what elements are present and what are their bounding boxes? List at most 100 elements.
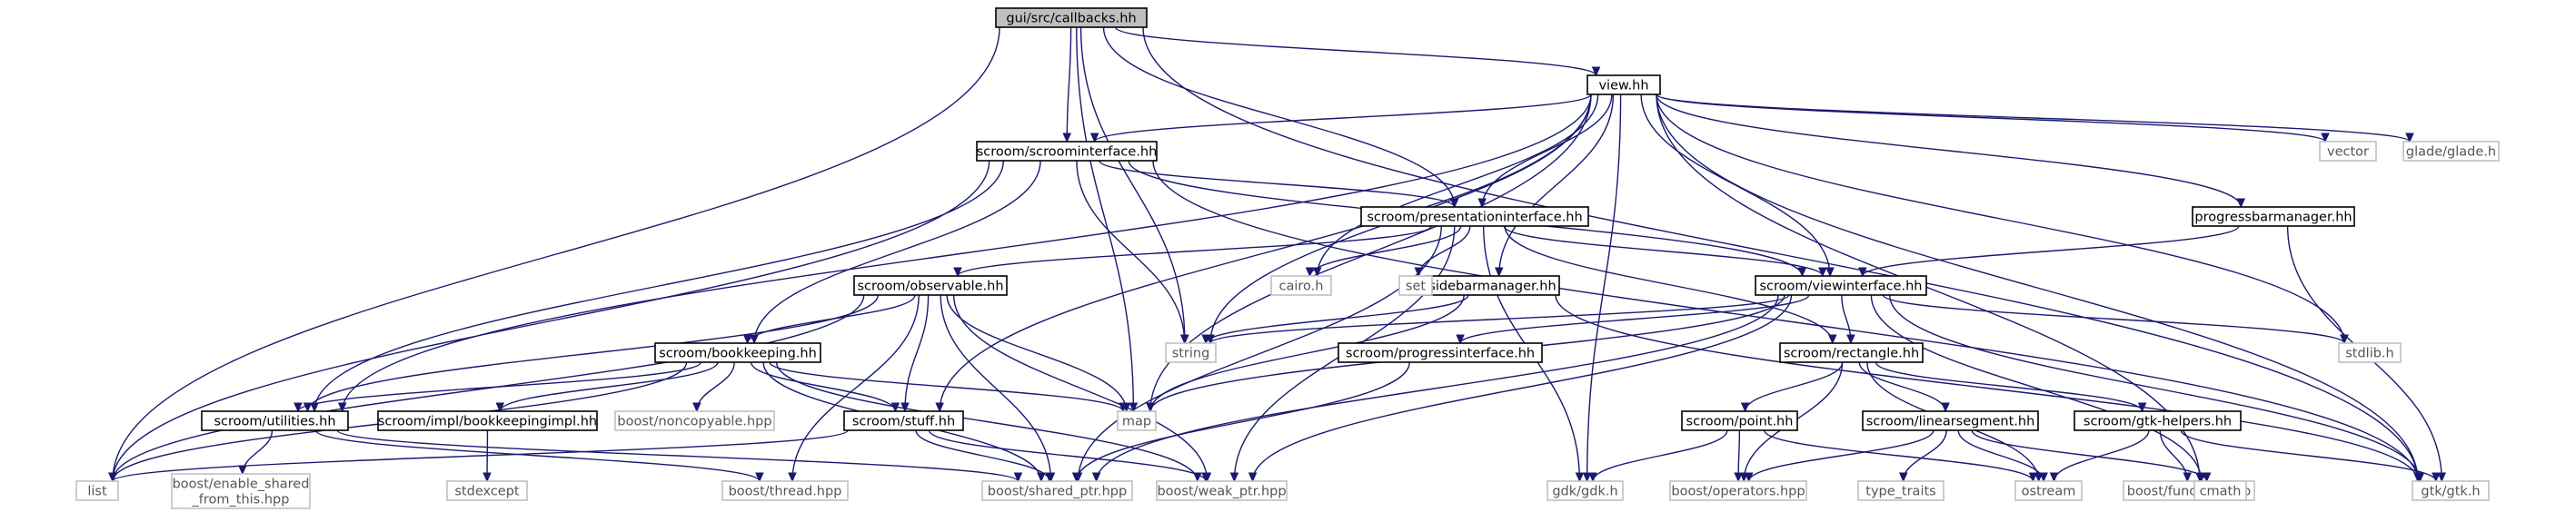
node-label: scroom/viewinterface.hh [1760, 280, 1923, 294]
edge-arrowhead [310, 402, 319, 413]
node-observable[interactable]: scroom/observable.hh [853, 275, 1008, 296]
node-gtkhelpers[interactable]: scroom/gtk-helpers.hh [2074, 410, 2242, 431]
node-label: boost/thread.hpp [729, 485, 842, 499]
node-label: sidebarmanager.hh [1428, 280, 1556, 294]
edge-view-to-gdk [1582, 94, 1622, 483]
node-box [2338, 342, 2402, 363]
node-stuff[interactable]: scroom/stuff.hh [843, 410, 964, 431]
edge-line [1747, 429, 1934, 482]
edge-gtkhelpers-to-ostream [2049, 429, 2150, 483]
edge-point-to-ostream [1764, 429, 2038, 483]
edge-arrowhead [495, 402, 505, 413]
edge-view-to-utilities [337, 94, 1592, 413]
edge-line [1417, 225, 1471, 277]
node-label: scroom/point.hh [1686, 415, 1794, 429]
edge-point-to-gdk [1588, 429, 1728, 483]
node-ostream: ostream [2014, 480, 2083, 501]
edge-line [1152, 160, 2419, 482]
node-gdk: gdk/gdk.h [1547, 480, 1624, 501]
node-viewinterface[interactable]: scroom/viewinterface.hh [1755, 275, 1927, 296]
edge-line [1142, 26, 2419, 482]
node-label: stdlib.h [2345, 347, 2394, 361]
node-box [446, 480, 528, 501]
edge-arrowhead [755, 472, 764, 483]
edge-gtkhelpers-to-function [2159, 429, 2193, 483]
edge-line [769, 361, 1124, 412]
edge-scroominterface-to-utilities [310, 160, 1004, 413]
edge-arrowhead [337, 402, 347, 413]
node-sidebarmanager[interactable]: sidebarmanager.hh [1425, 275, 1560, 296]
node-linearsegment[interactable]: scroom/linearsegment.hh [1862, 410, 2039, 431]
edge-arrowhead [1825, 267, 1835, 278]
edge-arrowhead [1089, 133, 1099, 143]
node-rectangle[interactable]: scroom/rectangle.hh [1779, 342, 1924, 363]
node-bookkeeping[interactable]: scroom/bookkeeping.hh [654, 342, 821, 363]
node-box [1165, 342, 1217, 363]
edge-callbacks-to-map [1076, 26, 1139, 413]
node-view[interactable]: view.hh [1586, 74, 1661, 95]
node-label: scroom/presentationinterface.hh [1367, 211, 1582, 225]
node-thread: boost/thread.hpp [721, 480, 849, 501]
node-progressinterface[interactable]: scroom/progressinterface.hh [1338, 342, 1543, 363]
edge-arrowhead [2202, 472, 2212, 483]
edge-line [314, 429, 761, 482]
edge-line [1205, 294, 1469, 344]
edge-arrowhead [1898, 472, 1908, 483]
edge-arrowhead [935, 402, 944, 413]
node-cairo: cairo.h [1270, 275, 1332, 296]
node-box [1156, 480, 1288, 501]
node-label: map [1122, 415, 1151, 429]
edge-arrowhead [238, 465, 247, 476]
edge-line [1971, 429, 2208, 482]
edge-progressbarmanager-to-viewinterface [1858, 225, 2240, 278]
edge-line [1888, 294, 2422, 482]
node-bookkeepingimpl[interactable]: scroom/impl/bookkeepingimpl.hh [377, 410, 598, 431]
edge-line [1764, 429, 2034, 482]
node-presentationinterface[interactable]: scroom/presentationinterface.hh [1360, 206, 1589, 227]
node-utilities[interactable]: scroom/utilities.hh [201, 410, 349, 431]
edge-line [775, 361, 1198, 482]
edge-arrowhead [2415, 472, 2425, 483]
edge-arrowhead [1828, 334, 1837, 345]
node-label: scroom/utilities.hh [214, 415, 335, 429]
edge-arrowhead [1062, 133, 1072, 143]
edge-arrowhead [953, 267, 962, 278]
edge-line [1882, 294, 2345, 344]
edge-callbacks-to-scroominterface [1062, 26, 1072, 143]
node-scroominterface[interactable]: scroom/scroominterface.hh [976, 141, 1158, 162]
node-label: set [1406, 280, 1426, 294]
node-box [377, 410, 598, 431]
edge-line [753, 160, 1041, 344]
node-label: ostream [2022, 485, 2076, 499]
edge-line [1656, 94, 2326, 143]
node-box [1117, 410, 1157, 431]
edge-arrowhead [1201, 472, 1210, 483]
edge-utilities-to-enable_shared [238, 429, 274, 476]
edge-line [1317, 94, 1599, 277]
node-weak_ptr: boost/weak_ptr.hpp [1156, 480, 1288, 501]
node-progressbarmanager[interactable]: progressbarmanager.hh [2192, 206, 2355, 227]
node-cmath: cmath [2193, 480, 2247, 501]
edge-bookkeeping-to-map [769, 361, 1128, 413]
node-label: cairo.h [1279, 280, 1324, 294]
edge-arrowhead [1179, 334, 1189, 345]
edge-line [1209, 294, 1790, 344]
node-box [1338, 342, 1543, 363]
node-label: view.hh [1598, 79, 1648, 94]
edge-arrowhead [2432, 472, 2441, 483]
edge-arrowhead [1575, 472, 1585, 483]
edge-presentationinterface-to-rectangle [1504, 225, 1837, 345]
edge-arrowhead [1091, 472, 1101, 483]
edge-arrowhead [1146, 402, 1155, 413]
node-box [1669, 480, 1807, 501]
node-label: stdexcept [454, 485, 520, 499]
edge-line [1592, 429, 1728, 482]
edge-arrowhead [788, 472, 797, 483]
node-label: boost/shared_ptr.hpp [988, 485, 1127, 499]
edge-arrowhead [742, 334, 752, 345]
edge-arrowhead [1818, 267, 1827, 278]
edge-arrowhead [1119, 402, 1128, 413]
node-point[interactable]: scroom/point.hh [1681, 410, 1798, 431]
edge-observable-to-thread [788, 294, 920, 483]
edge-arrowhead [2340, 334, 2349, 345]
